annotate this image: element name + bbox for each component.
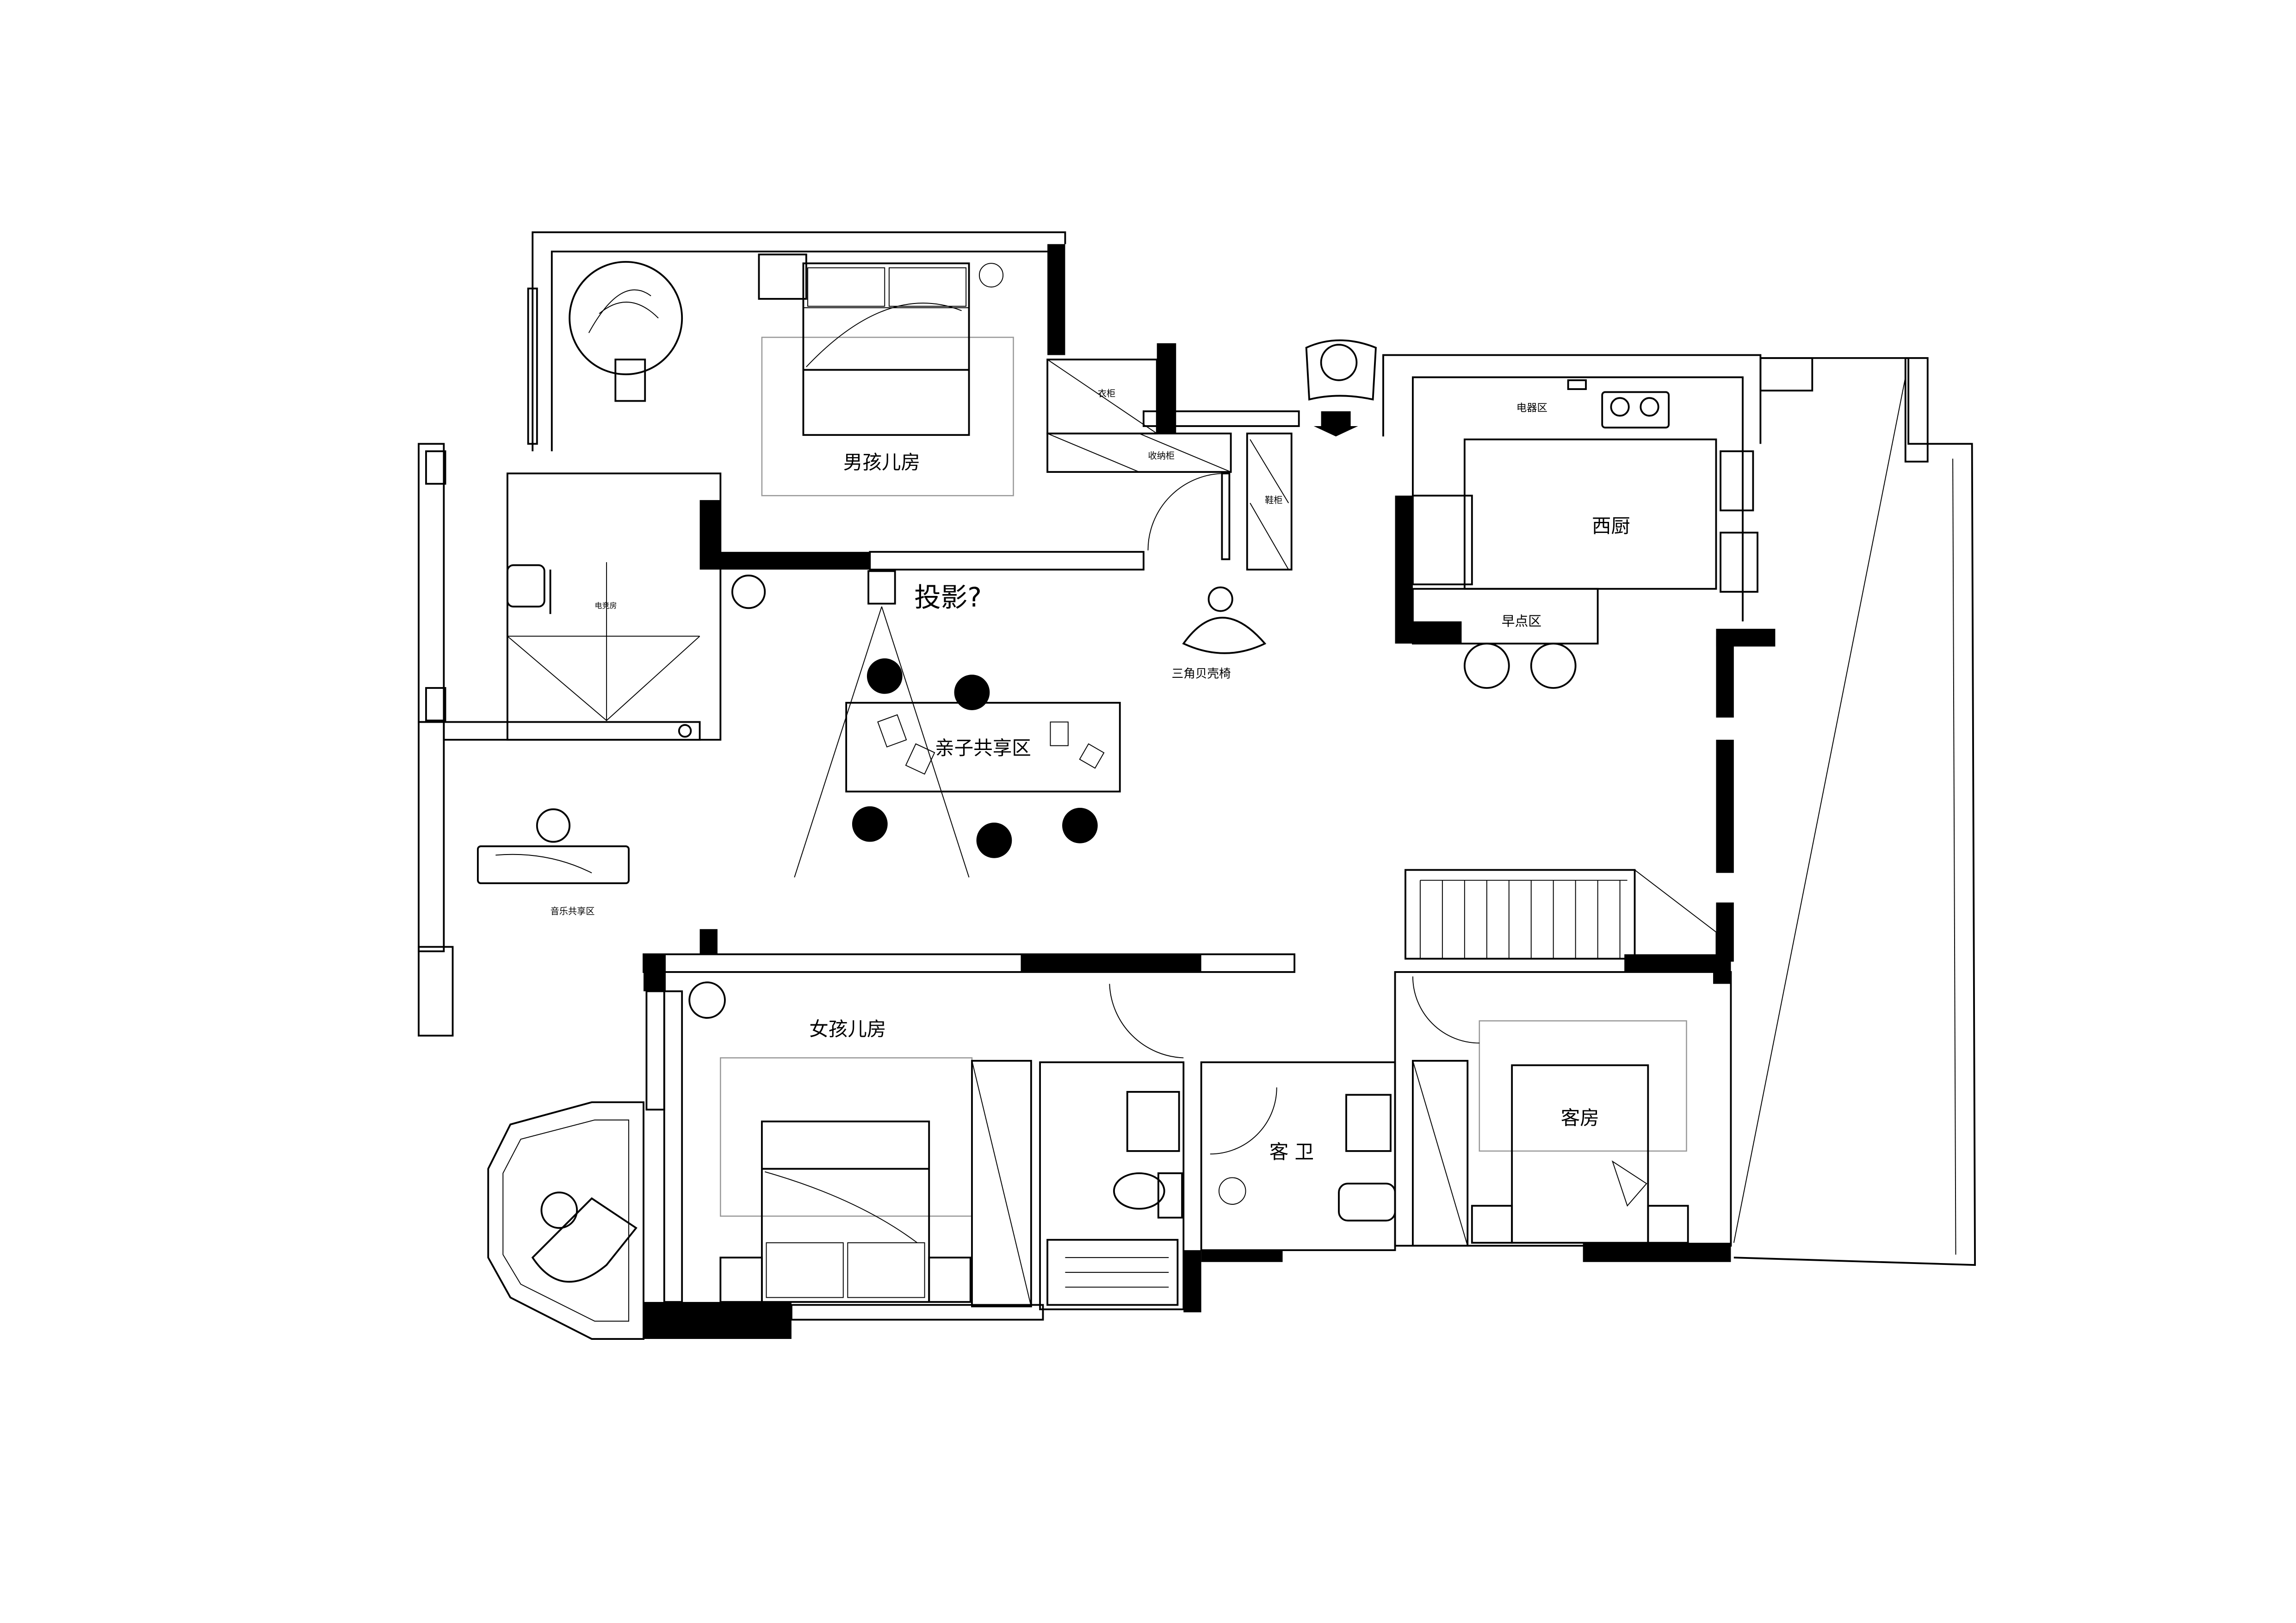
stool [1062,808,1098,843]
cabinets: 衣柜 收纳柜 鞋柜 [1046,343,1293,571]
girls-room: 女孩儿房 [487,981,1184,1340]
toilet-icon [1338,1183,1396,1222]
rug [761,336,1014,496]
boys-room: 男孩儿房 [527,231,1300,571]
guest-bath: 客 卫 [1200,1061,1396,1251]
breakfast-area-label: 早点区 [1502,613,1541,629]
family-share-area: 投影? 亲子共享区 [794,570,1121,878]
projection-label: 投影? [914,582,982,613]
stool [866,658,903,694]
appliance-area-label: 电器区 [1516,402,1547,414]
bed [758,254,1004,436]
rug [720,1057,973,1217]
guest-room-label: 客房 [1561,1106,1599,1129]
music-share-area-label: 音乐共享区 [551,906,595,917]
bathroom [1039,1061,1283,1313]
shoe-cabinet-label: 鞋柜 [1265,495,1282,505]
entry-arrow-icon [1313,411,1358,437]
family-share-area-label: 亲子共享区 [935,737,1031,759]
guest-room: 客房 [1394,961,1732,1262]
plant-icon [688,981,726,1019]
plant-icon [731,575,766,609]
bed [719,1121,972,1303]
western-kitchen-label: 西厨 [1592,514,1630,537]
esports-room: 电竞房 [418,443,766,741]
gas-stove-icon [1601,391,1670,429]
stool [976,822,1012,858]
music-area: 音乐共享区 [418,721,630,1037]
projector-icon [794,570,970,878]
lounge-chair-icon [531,1191,637,1283]
guest-bath-label: 客 卫 [1269,1140,1314,1163]
boys-room-label: 男孩儿房 [843,451,920,474]
stool [852,806,888,842]
round-table [569,261,683,402]
esports-room-label: 电竞房 [595,601,617,610]
shell-chair-label: 三角贝壳椅 [1172,667,1231,681]
girls-room-label: 女孩儿房 [809,1017,886,1040]
toilet-icon [1113,1172,1165,1210]
bed [1471,1064,1689,1244]
stool [954,675,990,710]
armchair-icon [1305,339,1377,401]
shell-chair-icon [1182,586,1267,654]
kitchen: 电器区 西厨 早点区 [1382,354,1776,718]
gaming-chair-icon [506,564,551,614]
staircase [1405,739,1734,972]
terrace [1733,357,1976,1266]
rug [1479,1020,1687,1152]
piano-icon [477,845,630,885]
storage-cabinet-label: 收纳柜 [1148,450,1175,461]
wardrobe-label: 衣柜 [1098,388,1115,399]
shower-icon [1219,1177,1246,1205]
entrance: 三角贝壳椅 [1172,339,1377,681]
